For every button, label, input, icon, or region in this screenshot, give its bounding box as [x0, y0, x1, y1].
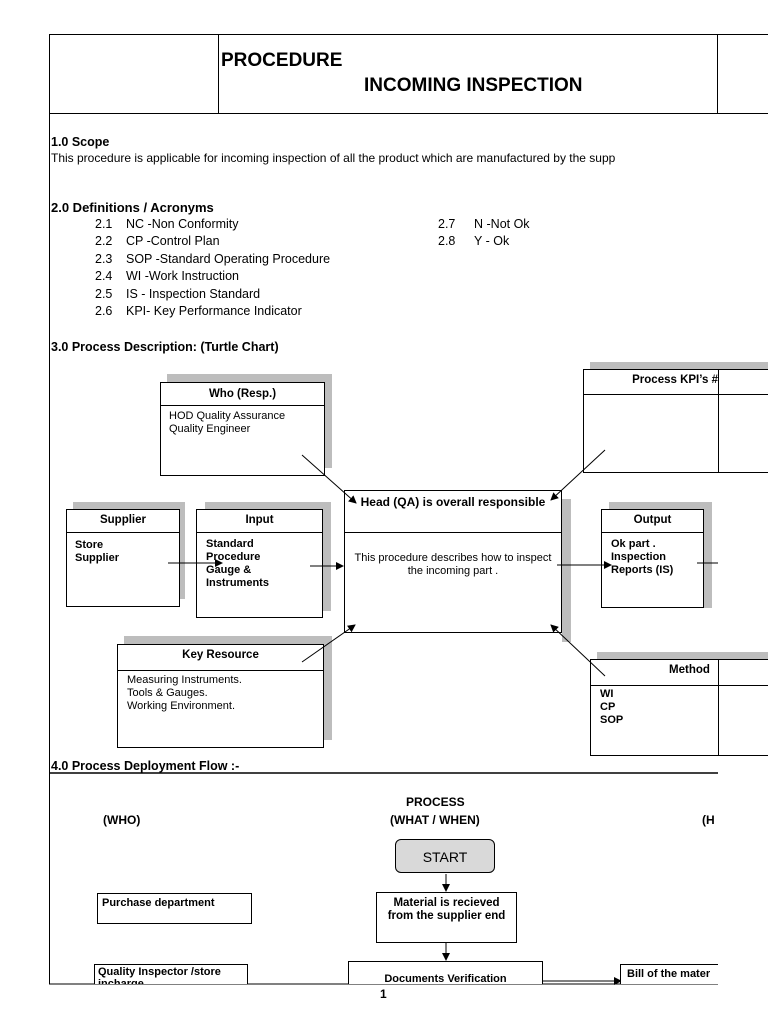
- scope-text: This procedure is applicable for incomin…: [51, 151, 616, 165]
- what-when-col-header: (WHAT / WHEN): [390, 813, 480, 827]
- definitions-heading: 2.0 Definitions / Acronyms: [51, 200, 214, 215]
- who-quality-inspector: Quality Inspector /store incharge: [94, 964, 248, 984]
- method-line: WI: [600, 688, 614, 700]
- arrow-who-to-center: [301, 454, 357, 504]
- header-right-border: [717, 34, 718, 114]
- how-bill-of-material: Bill of the mater: [620, 964, 718, 984]
- key-resource-line: Measuring Instruments.: [127, 674, 242, 686]
- method-line: CP: [600, 701, 616, 713]
- start-terminator: START: [395, 839, 495, 873]
- who-box: Who (Resp.) HOD Quality Assurance Qualit…: [160, 382, 325, 476]
- supplier-title: Supplier: [67, 510, 179, 533]
- step-documents-verification: Documents Verification: [348, 961, 543, 984]
- supplier-box: Supplier Store Supplier: [66, 509, 180, 607]
- header-title-line1: PROCEDURE: [221, 50, 343, 71]
- output-box: Output Ok part . Inspection Reports (IS): [601, 509, 704, 608]
- input-line: Standard: [206, 538, 254, 550]
- output-title: Output: [602, 510, 703, 533]
- turtle-heading: 3.0 Process Description: (Turtle Chart): [51, 340, 279, 354]
- input-line: Instruments: [206, 577, 269, 589]
- key-resource-line: Working Environment.: [127, 700, 236, 712]
- arrow-method-to-center: [550, 624, 606, 677]
- center-shadow: [562, 499, 571, 642]
- key-resource-line: Tools & Gauges.: [127, 687, 208, 699]
- input-title: Input: [197, 510, 322, 533]
- kpi-right-edge: [718, 369, 719, 473]
- input-line: Gauge &: [206, 564, 252, 576]
- scope-heading: 1.0 Scope: [51, 135, 110, 149]
- arrow-kpi-to-center: [550, 449, 606, 501]
- center-title: Head (QA) is overall responsible: [345, 491, 561, 533]
- method-right-edge: [718, 659, 719, 756]
- header-title-line2: INCOMING INSPECTION: [364, 75, 583, 96]
- supplier-line: Store: [75, 539, 104, 551]
- who-col-header: (WHO): [103, 813, 141, 827]
- method-line: SOP: [600, 714, 624, 726]
- output-line: Inspection: [611, 551, 667, 563]
- supplier-line: Supplier: [75, 552, 120, 564]
- deployment-heading: 4.0 Process Deployment Flow :-: [51, 759, 240, 773]
- who-line: HOD Quality Assurance: [169, 410, 286, 422]
- how-col-header: (H: [702, 813, 715, 827]
- center-text: This procedure describes how to inspect …: [354, 552, 552, 577]
- output-line: Reports (IS): [611, 564, 674, 576]
- center-box: Head (QA) is overall responsible This pr…: [344, 490, 562, 633]
- method-box: Method WI CP SOP: [590, 659, 768, 756]
- output-line: Ok part .: [611, 538, 656, 550]
- kpi-box: Process KPI’s #: [583, 369, 768, 473]
- who-line: Quality Engineer: [169, 423, 251, 435]
- header-divider: [218, 34, 219, 114]
- page-left-rule: [49, 34, 50, 984]
- arrow-resource-to-center: [301, 624, 356, 663]
- method-title: Method: [591, 660, 768, 686]
- who-title: Who (Resp.): [161, 383, 324, 406]
- who-purchase-department: Purchase department: [97, 893, 252, 924]
- page-number: 1: [380, 987, 387, 1001]
- process-col-header: PROCESS: [406, 795, 465, 809]
- key-resource-box: Key Resource Measuring Instruments. Tool…: [117, 644, 324, 748]
- key-resource-title: Key Resource: [118, 645, 323, 671]
- step-material-received: Material is recieved from the supplier e…: [376, 892, 517, 943]
- kpi-title: Process KPI’s #: [584, 370, 768, 395]
